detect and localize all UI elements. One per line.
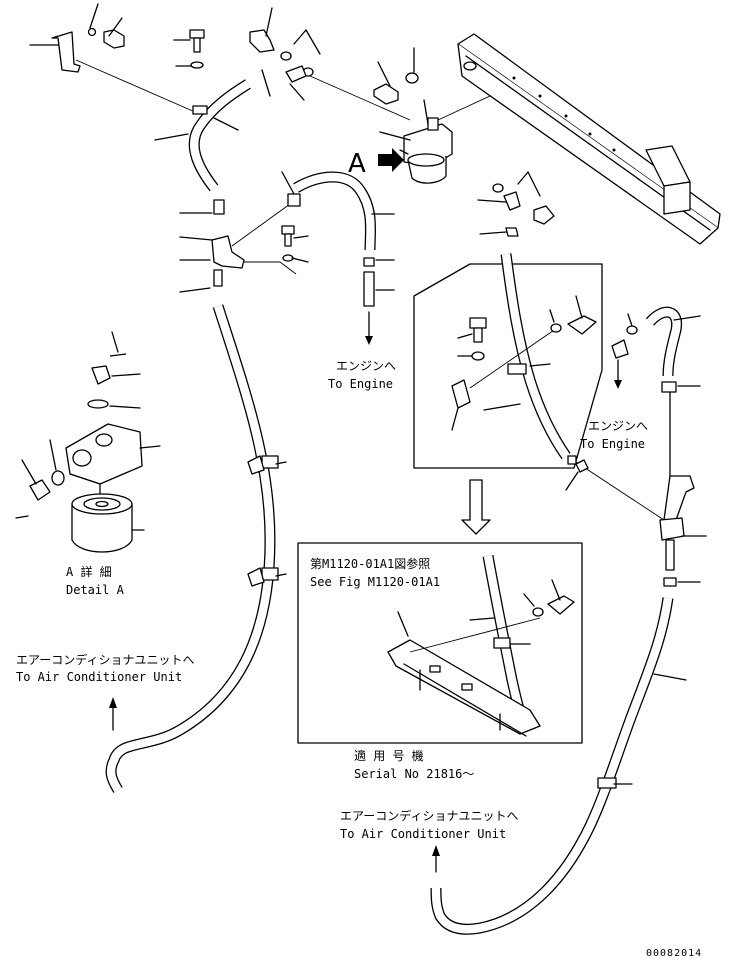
- callout-box: [413, 253, 603, 535]
- frame-rail: [457, 33, 721, 245]
- t-fitting-left: [179, 199, 297, 293]
- ac-label-jp-2: エアーコンディショナユニットへ: [340, 808, 518, 823]
- serial-box: [297, 542, 583, 744]
- right-ac-hose: [430, 597, 687, 935]
- view-marker-a: A: [348, 149, 366, 179]
- engine-hose-left: [281, 171, 395, 345]
- to-engine-label-jp-2: エンジンへ: [588, 419, 648, 433]
- to-engine-label-en-1: To Engine: [328, 377, 393, 391]
- drawing-number: 00082014: [646, 948, 702, 959]
- filter-assembly: [373, 47, 517, 184]
- filter-mount-bolts: [477, 171, 555, 237]
- ac-label-en-2: To Air Conditioner Unit: [340, 827, 506, 841]
- serial-label-en: Serial No 21816～: [354, 767, 474, 781]
- ac-label-jp-1: エアーコンディショナユニットへ: [16, 652, 194, 667]
- left-ac-hose: [105, 304, 287, 793]
- serial-label-jp: 適 用 号 機: [354, 748, 424, 763]
- detail-a-drawing: [15, 331, 161, 553]
- ac-label-en-1: To Air Conditioner Unit: [16, 670, 182, 684]
- detail-a-label-en: Detail A: [66, 583, 125, 597]
- detail-a-label-jp: A 詳 細: [66, 564, 112, 579]
- upper-left-assembly: [29, 3, 411, 121]
- to-engine-label-en-2: To Engine: [580, 437, 645, 451]
- right-engine-hose: [611, 306, 701, 393]
- upper-left-hose: [154, 79, 251, 192]
- see-fig-label-jp: 第M1120-01A1図参照: [310, 556, 430, 571]
- see-fig-label-en: See Fig M1120-01A1: [310, 575, 440, 589]
- ac-arrow-left: [109, 697, 117, 731]
- right-t-fitting: [565, 391, 707, 587]
- to-engine-label-jp-1: エンジンへ: [336, 359, 396, 373]
